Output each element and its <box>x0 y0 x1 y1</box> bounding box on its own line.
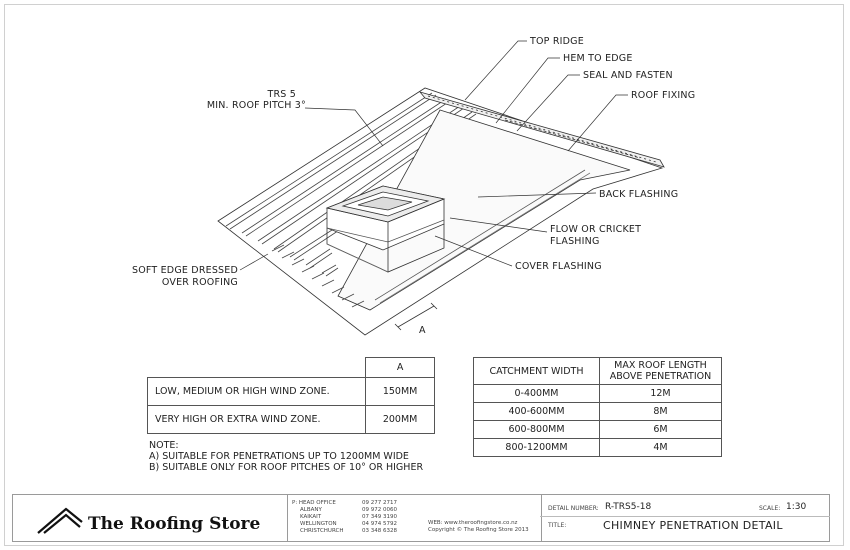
callout-hem-to-edge: HEM TO EDGE <box>563 53 633 64</box>
roof-outline-icon <box>37 507 83 534</box>
max-length-cell: 4M <box>599 438 722 457</box>
callout-back-flashing: BACK FLASHING <box>599 189 678 200</box>
max-length-cell: 12M <box>599 384 722 403</box>
copyright: Copyright © The Roofing Store 2013 <box>428 527 529 533</box>
chimney-isometric-drawing: TOP RIDGE HEM TO EDGE SEAL AND FASTEN RO… <box>132 36 695 336</box>
office-name: WELLINGTON <box>300 521 337 527</box>
max-length-header-line1: MAX ROOF LENGTH <box>614 360 707 371</box>
max-length-cell: 8M <box>599 402 722 421</box>
callout-soft-edge-1: SOFT EDGE DRESSED <box>132 265 238 276</box>
office-phone: 04 974 5792 <box>362 521 397 527</box>
max-length-header: MAX ROOF LENGTH ABOVE PENETRATION <box>599 357 722 385</box>
wind-zone-table: A LOW, MEDIUM OR HIGH WIND ZONE. 150MM V… <box>146 357 435 434</box>
detail-number-label: DETAIL NUMBER: <box>548 505 599 512</box>
drawing-sheet <box>4 4 844 546</box>
drawing-title: CHIMNEY PENETRATION DETAIL <box>603 519 783 532</box>
note-a: A) SUITABLE FOR PENETRATIONS UP TO 1200M… <box>149 451 409 462</box>
notes-heading: NOTE: <box>149 440 179 451</box>
callout-trs5: TRS 5 <box>267 89 297 100</box>
back-flashing-tray <box>337 109 631 311</box>
title-label: TITLE: <box>548 522 567 529</box>
detail-number: R-TRS5-18 <box>605 502 652 512</box>
callout-top-ridge: TOP RIDGE <box>529 36 584 47</box>
wind-table-header: A <box>365 357 435 378</box>
catchment-width-header: CATCHMENT WIDTH <box>473 357 600 385</box>
office-phone: 09 972 0060 <box>362 507 397 513</box>
note-b: B) SUITABLE ONLY FOR ROOF PITCHES OF 10°… <box>149 462 424 473</box>
title-block <box>12 494 830 542</box>
website-link[interactable]: WEB: www.theroofingstore.co.nz <box>428 520 518 526</box>
wind-zone-label: VERY HIGH OR EXTRA WIND ZONE. <box>146 405 367 434</box>
table-row: LOW, MEDIUM OR HIGH WIND ZONE. 150MM <box>146 377 435 406</box>
dimension-a <box>394 302 438 331</box>
scale-label: SCALE: <box>759 505 781 512</box>
office-phone: 03 348 6328 <box>362 528 397 534</box>
dimension-a-label: A <box>419 325 426 336</box>
office-name: CHRISTCHURCH <box>300 528 344 534</box>
catchment-width-cell: 0-400MM <box>473 384 600 403</box>
wind-zone-value: 150MM <box>365 377 435 406</box>
office-names: P: HEAD OFFICE ALBANY KAIKAIT WELLINGTON… <box>292 500 343 535</box>
table-row: 0-400MM 12M <box>473 384 722 403</box>
catchment-table: CATCHMENT WIDTH MAX ROOF LENGTH ABOVE PE… <box>473 357 722 457</box>
callout-seal-and-fasten: SEAL AND FASTEN <box>583 70 673 81</box>
callout-roof-fixing: ROOF FIXING <box>631 90 695 101</box>
side-flashing-steps <box>271 244 365 308</box>
catchment-width-cell: 800-1200MM <box>473 438 600 457</box>
callout-cover-flashing: COVER FLASHING <box>515 261 602 272</box>
callout-min-pitch: MIN. ROOF PITCH 3° <box>207 100 306 111</box>
callout-flow-cricket-2: FLASHING <box>550 236 600 247</box>
wind-zone-label: LOW, MEDIUM OR HIGH WIND ZONE. <box>146 377 367 406</box>
catchment-width-cell: 600-800MM <box>473 420 600 439</box>
company-logo-text: The Roofing Store <box>88 514 261 534</box>
table-row: 600-800MM 6M <box>473 420 722 439</box>
office-phones: 09 277 2717 09 972 0060 07 349 3190 04 9… <box>362 500 397 535</box>
chimney <box>325 185 446 273</box>
web-info: WEB: www.theroofingstore.co.nz Copyright… <box>428 520 529 534</box>
callout-flow-cricket-1: FLOW OR CRICKET <box>550 224 641 235</box>
office-name: P: HEAD OFFICE <box>292 500 336 506</box>
roof-sheet-outline <box>217 87 664 336</box>
max-length-cell: 6M <box>599 420 722 439</box>
callout-soft-edge-2: OVER ROOFING <box>162 277 238 288</box>
table-row: VERY HIGH OR EXTRA WIND ZONE. 200MM <box>146 405 435 434</box>
wind-zone-value: 200MM <box>365 405 435 434</box>
table-row: 800-1200MM 4M <box>473 438 722 457</box>
catchment-width-cell: 400-600MM <box>473 402 600 421</box>
leader-lines <box>239 40 628 271</box>
office-phone: 07 349 3190 <box>362 514 397 520</box>
office-name: ALBANY <box>300 507 322 513</box>
table-row: 400-600MM 8M <box>473 402 722 421</box>
office-phone: 09 277 2717 <box>362 500 397 506</box>
scale-value: 1:30 <box>786 502 807 512</box>
notes: NOTE: A) SUITABLE FOR PENETRATIONS UP TO… <box>149 440 423 473</box>
office-name: KAIKAIT <box>300 514 322 520</box>
max-length-header-line2: ABOVE PENETRATION <box>609 371 712 382</box>
